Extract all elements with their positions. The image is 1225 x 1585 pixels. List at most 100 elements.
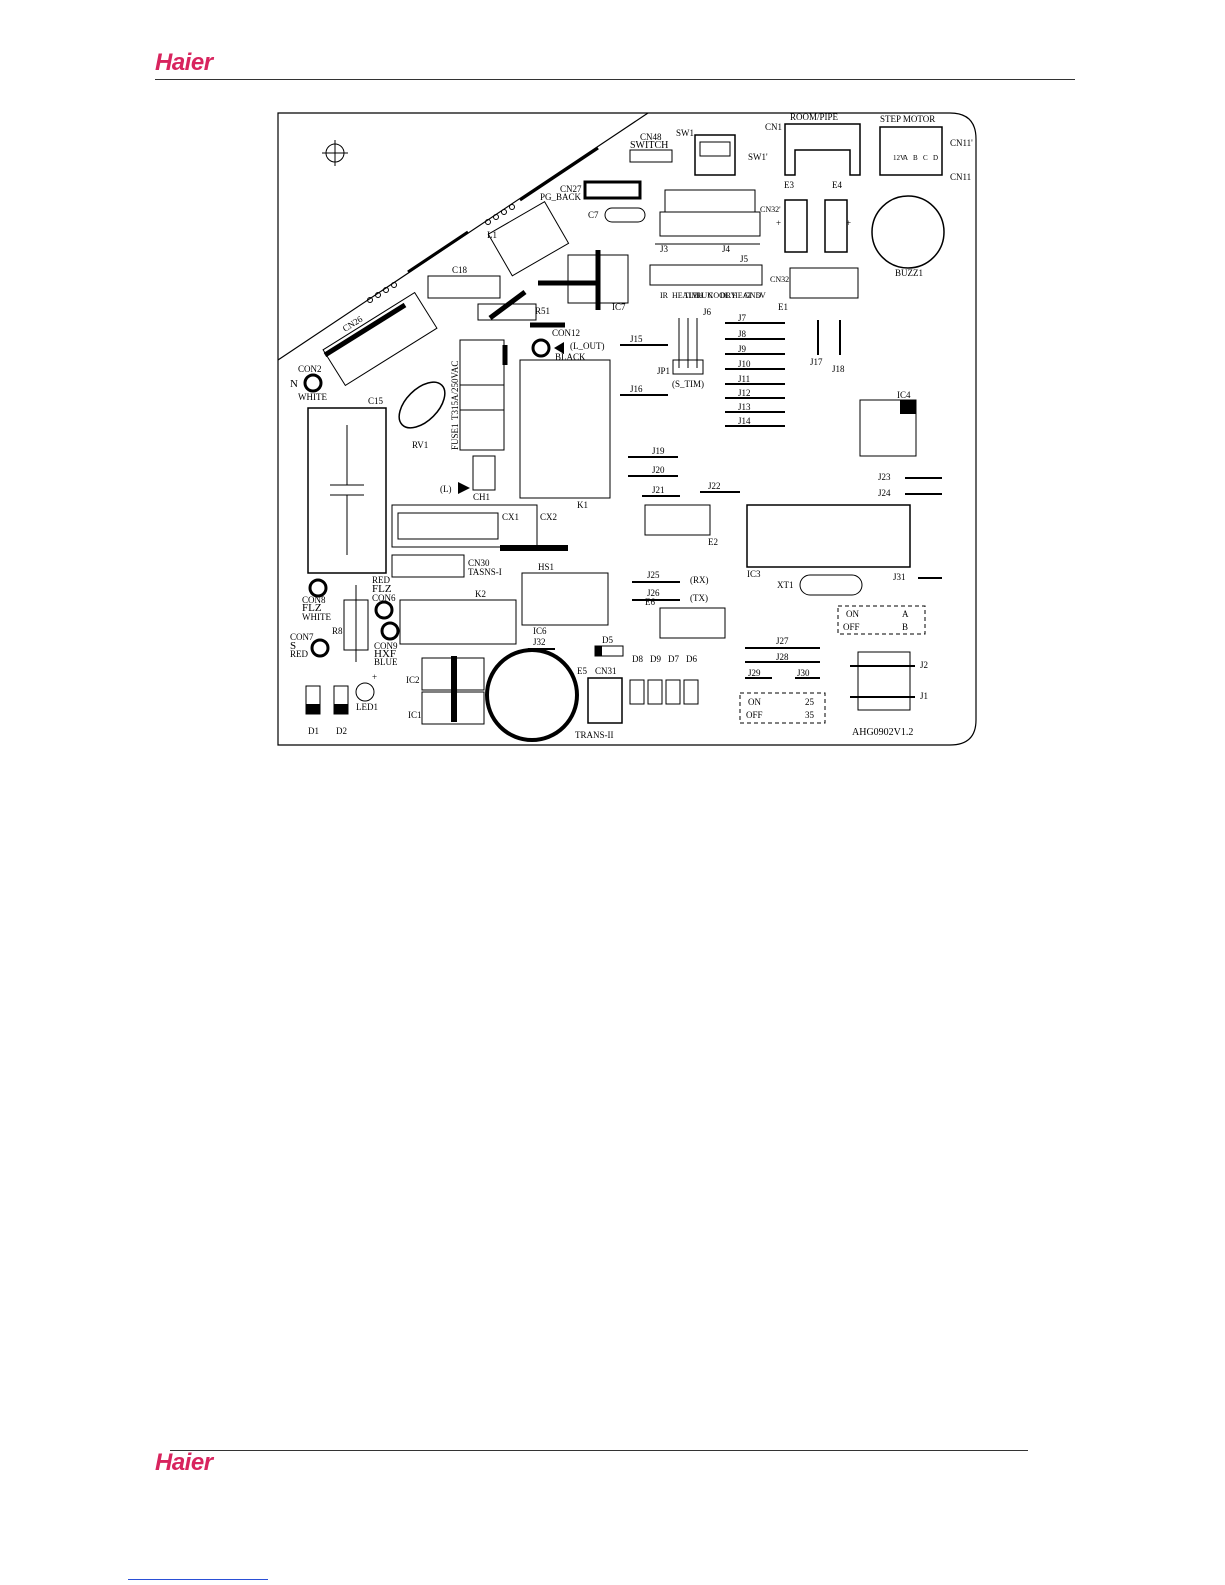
label-hs1: HS1 [538,562,554,572]
label-j27: J27 [776,636,789,646]
label-ch1: CH1 [473,492,490,502]
l1-inductor [487,201,570,277]
label-cn1: CN1 [765,122,782,132]
label-e2: E2 [708,537,718,547]
label-blue: BLUE [374,657,398,667]
label-con7: CON7 [290,632,314,642]
label-j9: J9 [738,344,747,354]
label-j24: J24 [878,488,891,498]
label-con12: CON12 [552,328,580,338]
k2-relay [399,599,517,645]
label-l1: L1 [487,230,497,240]
label-k1: K1 [577,500,588,510]
cx1-capacitor [391,504,538,548]
label-j4: J4 [722,244,731,254]
c15-capacitor [307,407,387,574]
label-j26: J26 [647,588,660,598]
cn32p-connector [664,189,756,213]
step-motor-connector [879,126,943,176]
label-j21: J21 [652,485,665,495]
jumper-25-35-legend [739,692,826,724]
footer-divider [170,1450,1028,1451]
label-j6: J6 [703,307,712,317]
label-cn48: CN48 [640,132,662,142]
board-edge-slot-1 [407,230,469,274]
label-motor-12v: 12V [893,154,905,162]
label-j3: J3 [660,244,669,254]
cn26-connector [322,291,438,387]
label-cn11: CN11 [950,172,971,182]
cn48-connector [629,149,673,163]
label-e3: E3 [784,180,794,190]
label-j15: J15 [630,334,643,344]
label-buzz1: BUZZ1 [895,268,923,278]
label-s: S [290,640,296,652]
label-pg-back: PG_BACK [540,192,582,202]
label-j14: J14 [738,416,751,426]
label-j32: J32 [533,637,546,647]
label-j10: J10 [738,359,751,369]
brand-logo-top: Haier [155,49,213,76]
d8-diode [629,679,645,705]
e1-capacitor [789,267,859,299]
label-flz-1: FLZ [302,602,322,614]
label-j29: J29 [748,668,761,678]
label-j19: J19 [652,446,665,456]
con12-arrow [554,342,564,354]
footer-link-underline[interactable] [128,1579,268,1580]
led1 [355,682,375,702]
fuse1 [459,339,505,451]
label-c18: C18 [452,265,468,275]
label-j17: J17 [810,357,823,367]
label-ic4: IC4 [897,390,911,400]
e4-capacitor [824,199,848,253]
label-motor-a: A [903,154,908,162]
label-cx1: CX1 [502,512,519,522]
cn31-connector [587,677,623,724]
label-sw1: SW1 [676,128,694,138]
label-cn31: CN31 [595,666,617,676]
label-j28: J28 [776,652,789,662]
label-cn27: CN27 [560,184,582,194]
label-dry: DRY [720,291,737,300]
label-e1: E1 [778,302,788,312]
label-j12: J12 [738,388,751,398]
label-d8: D8 [632,654,643,664]
label-j2: J2 [920,660,928,670]
label-35: 35 [805,710,815,720]
board-outline [277,112,977,746]
j5-header [649,264,763,286]
e2-capacitor [644,504,711,536]
cn30-connector [391,554,465,578]
label-switch: SWITCH [630,140,668,151]
ic4-chip [859,399,917,457]
cn1-connector [784,123,861,176]
label-red-2: RED [290,649,309,659]
label-gnd: GND [744,291,762,300]
label-black: BLACK [555,352,586,362]
d9-diode [647,679,663,705]
label-ic1: IC1 [408,710,422,720]
con12-terminal [531,338,551,358]
label-e6: E6 [645,597,655,607]
label-j18: J18 [832,364,845,374]
label-j20: J20 [652,465,665,475]
label-run: RUN [696,291,713,300]
xt1-crystal [799,574,863,596]
label-fuse: T315A/250VAC [450,361,460,420]
ic3-chip [746,504,911,568]
label-off-35: OFF [746,710,763,720]
board-edge-holes [367,204,515,303]
label-b: B [902,622,908,632]
d7-diode [665,679,681,705]
label-hxf: HXF [374,648,396,660]
label-cx2: CX2 [540,512,557,522]
label-j5: J5 [740,254,749,264]
label-motor-d: D [933,154,938,162]
label-d5: D5 [602,635,613,645]
label-j11: J11 [738,374,750,384]
label-step-motor: STEP MOTOR [880,114,935,124]
label-cn30: CN30 [468,558,490,568]
label-con6: CON6 [372,593,396,603]
label-health: HEALTH [672,291,703,300]
